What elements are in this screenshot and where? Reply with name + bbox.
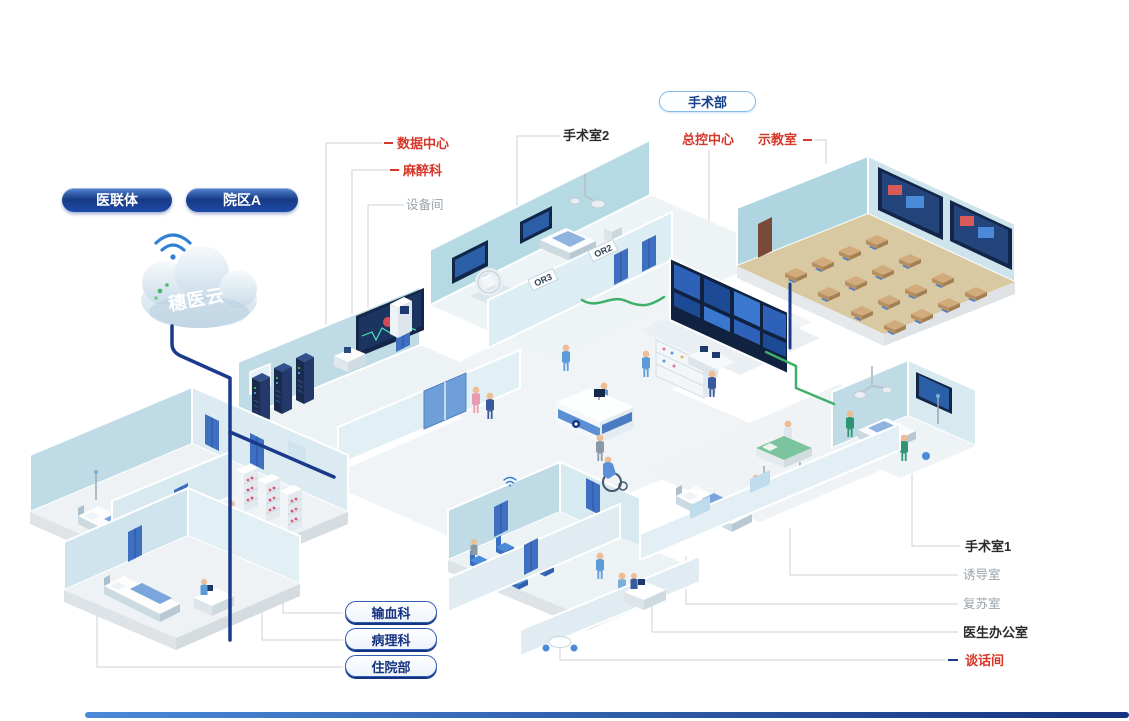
corridor-people <box>472 344 628 492</box>
green-cable-2 <box>764 350 836 406</box>
label-doctor-office: 医生办公室 <box>963 625 1029 640</box>
window <box>288 440 306 462</box>
right-wing <box>639 358 977 562</box>
iv-bag <box>936 394 940 398</box>
doctor-office-desk <box>624 573 666 610</box>
waiting-person <box>470 539 478 555</box>
wall-screen <box>520 206 552 244</box>
red-dash-icon <box>390 169 399 171</box>
label-talk-room: 谈话间 <box>965 653 1005 668</box>
video-wall <box>669 256 789 376</box>
badge-pathology: 病理科 <box>345 628 437 650</box>
badge-campus-a: 院区A <box>186 188 298 212</box>
green-cable-1 <box>580 295 666 307</box>
operating-table-or2 <box>540 228 596 261</box>
badge-blood-transfusion: 输血科 <box>345 601 437 623</box>
network-paths <box>170 282 836 642</box>
label-data-center: 数据中心 <box>397 136 450 151</box>
badge-medical-alliance: 医联体 <box>62 188 172 212</box>
label-induction-room: 诱导室 <box>963 568 1001 582</box>
badge-inpatient-dept: 住院部 <box>345 655 437 677</box>
wall-wifi-icon <box>503 476 517 487</box>
label-equipment-room: 设备间 <box>406 198 444 212</box>
surgical-light <box>569 174 606 209</box>
wall-screen <box>452 240 488 284</box>
classroom-screen-2 <box>950 200 1012 270</box>
waiting-area <box>447 460 701 658</box>
cloud-link-branch <box>228 430 336 479</box>
footer-accent-bar <box>85 712 1129 718</box>
surgical-light <box>853 366 893 399</box>
surgical-suite: OR2 OR3 <box>429 138 780 362</box>
badge-surgery-dept: 手术部 <box>659 91 756 112</box>
desk-monitor <box>594 389 605 397</box>
cloud-link-path <box>170 324 232 642</box>
navy-dash-icon <box>948 659 958 661</box>
double-door <box>423 372 467 430</box>
label-operating-room-2: 手术室2 <box>563 128 610 143</box>
talk-room-table <box>542 636 578 652</box>
window <box>690 496 710 519</box>
red-dash-icon <box>384 142 393 144</box>
stool <box>922 452 930 460</box>
leaf-dot <box>165 283 169 287</box>
label-master-control: 总控中心 <box>682 132 735 147</box>
wheelchair-patient <box>596 434 628 492</box>
classroom-screen-1 <box>878 167 943 240</box>
leaf-dot <box>157 288 163 294</box>
leaf-dot <box>154 296 158 300</box>
reception-desk <box>556 382 634 443</box>
master-control-room <box>640 256 820 399</box>
classroom-door <box>758 217 772 258</box>
ct-scanner <box>470 268 516 303</box>
window <box>750 470 770 493</box>
label-demo-room: 示教室 <box>758 132 798 147</box>
label-recovery-room: 复苏室 <box>963 597 1001 611</box>
label-anesthesiology: 麻醉科 <box>403 163 443 178</box>
cloud-platform: 穗医云 <box>141 233 257 328</box>
iv-bag <box>94 470 98 474</box>
demo-classroom <box>736 154 1016 346</box>
equipment-table <box>334 347 366 372</box>
red-dash-icon <box>803 139 812 141</box>
anesthesia-workstation <box>390 297 412 338</box>
label-operating-room-1: 手术室1 <box>965 539 1012 554</box>
wifi-icon <box>154 233 192 260</box>
